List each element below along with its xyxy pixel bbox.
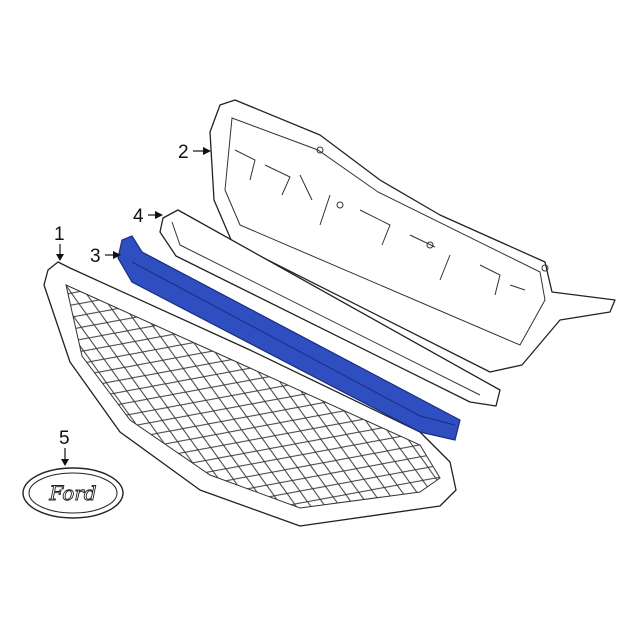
- part-3-molding[interactable]: [117, 235, 461, 441]
- callout-4: 4: [133, 206, 163, 227]
- callout-label: 3: [90, 246, 101, 267]
- callout-5: 5: [59, 428, 70, 466]
- callout-label: 5: [59, 428, 70, 449]
- part-4-seal-strip[interactable]: [159, 209, 501, 407]
- part-1-grille[interactable]: [43, 261, 457, 527]
- ford-logo-text: Ford: [48, 481, 96, 505]
- callout-label: 2: [178, 142, 189, 163]
- callout-label: 1: [54, 224, 65, 245]
- callout-label: 4: [133, 206, 144, 227]
- part-5-ford-emblem[interactable]: Ford: [22, 467, 124, 519]
- callout-1: 1: [54, 224, 65, 261]
- part-2-grille-retainer[interactable]: [209, 99, 616, 373]
- callout-2: 2: [178, 142, 211, 163]
- callout-3: 3: [90, 246, 121, 267]
